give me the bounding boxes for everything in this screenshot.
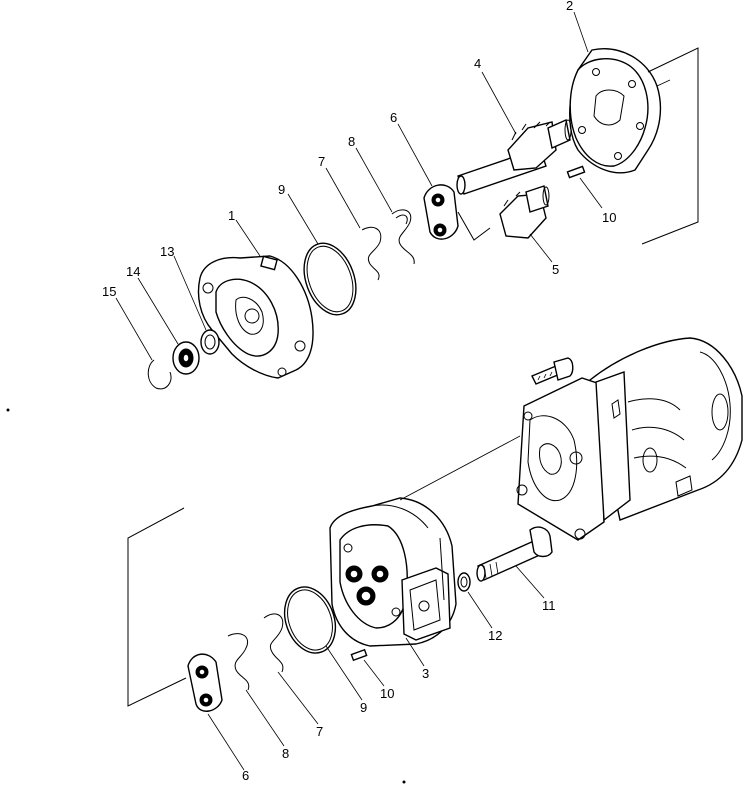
pump-main-body (516, 337, 743, 541)
part-10-dowel-pin-upper (566, 165, 586, 179)
part-6-bushing-plate-lower (187, 653, 223, 712)
speck (402, 780, 406, 784)
part-7-seal-upper (361, 226, 382, 281)
callout-part-8: 8 (348, 134, 355, 149)
callout-part-6-lower: 6 (242, 768, 249, 783)
callout-part-6: 6 (390, 110, 397, 125)
callout-part-15: 15 (102, 284, 116, 299)
callout-part-11: 11 (542, 598, 556, 613)
callout-part-4: 4 (474, 56, 481, 71)
part-9-o-ring-lower (283, 586, 337, 654)
callout-part-9-lower: 9 (360, 700, 367, 715)
part-12-washer (457, 572, 471, 592)
part-13-washer (200, 329, 220, 355)
speck (6, 408, 10, 412)
part-10-dowel-pin-lower (350, 648, 368, 662)
part-2-rear-cover (569, 48, 671, 174)
part-1-front-cover (197, 255, 314, 379)
callout-part-1: 1 (228, 208, 235, 223)
part-9-o-ring-upper (303, 242, 357, 316)
leader-lines (115, 11, 603, 771)
part-3-pump-housing (329, 435, 521, 647)
part-11-long-bolt (476, 526, 553, 582)
part-15-snap-ring (147, 359, 172, 390)
callout-part-14: 14 (126, 264, 140, 279)
part-14-oil-seal (172, 341, 200, 375)
callout-part-3: 3 (422, 666, 429, 681)
part-4-drive-gear-shaft (456, 119, 572, 195)
callout-part-12: 12 (488, 628, 502, 643)
assembly-bracket-upper (641, 47, 699, 245)
assembly-bracket-lower (127, 507, 187, 707)
callout-part-9: 9 (278, 182, 285, 197)
callout-part-7-lower: 7 (316, 724, 323, 739)
callout-part-7: 7 (318, 154, 325, 169)
callout-part-5: 5 (552, 262, 559, 277)
callout-labels: 2 4 6 8 7 9 1 13 14 15 10 5 11 12 3 10 9… (102, 0, 616, 783)
callout-part-8-lower: 8 (282, 746, 289, 761)
callout-part-13: 13 (160, 244, 174, 259)
part-8-backup-ring-upper (391, 209, 415, 265)
part-6-bushing-plate-upper (423, 184, 491, 241)
callout-part-10-lower: 10 (380, 686, 394, 701)
callout-part-2: 2 (566, 0, 573, 13)
callout-part-10-upper: 10 (602, 210, 616, 225)
part-8-backup-ring-lower (227, 633, 250, 691)
part-5-driven-gear (499, 185, 550, 239)
part-7-seal-lower (263, 613, 284, 673)
part-bolt-top (531, 357, 574, 385)
